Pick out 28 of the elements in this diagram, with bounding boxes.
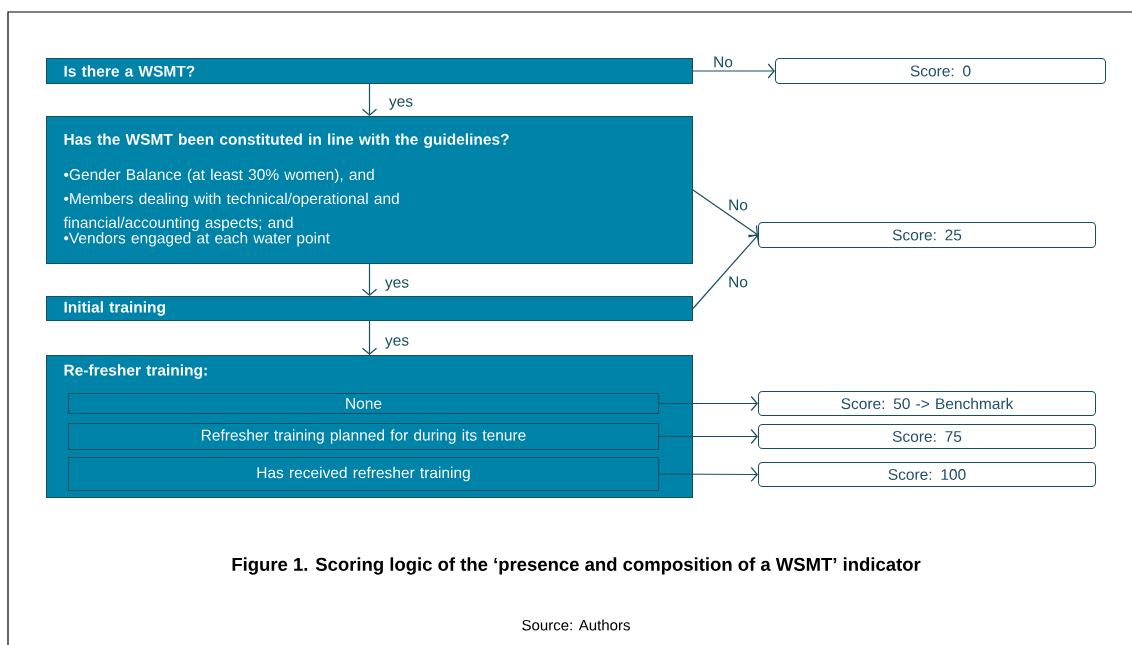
score-box: Score: 50 -> Benchmark <box>758 391 1096 416</box>
question-box: Is there a WSMT? <box>46 58 693 84</box>
arrow <box>658 395 758 412</box>
arrow <box>692 63 775 79</box>
edge-label: yes <box>387 97 415 111</box>
option-box: None <box>68 393 659 414</box>
figure-caption: Figure 1. Scoring logic of the ‘presence and composition of a WSMT’ indicator <box>232 557 921 575</box>
score-box: Score: 100 <box>758 462 1096 487</box>
arrow <box>692 189 758 238</box>
edge-label: yes <box>383 278 411 292</box>
arrow <box>361 320 378 355</box>
score-box: Score: 0 <box>775 58 1106 84</box>
question-box: Has the WSMT been constituted in line with the guidelines? •Gender Balance (at least 30% women), and •Members dealing with technical/operational and financial/accounting aspects; and •Vendors engaged at each water point <box>46 116 693 264</box>
arrow <box>692 234 760 310</box>
arrow <box>361 83 378 116</box>
arrow <box>361 263 378 296</box>
edge-label: No <box>727 198 749 212</box>
option-box: Refresher training planned for during its tenure <box>68 423 659 450</box>
score-box: Score: 75 <box>758 424 1096 449</box>
edge-label: No <box>712 55 734 69</box>
option-box: Has received refresher training <box>68 457 659 491</box>
score-box: Score: 25 <box>758 222 1096 248</box>
source-note: Source: Authors <box>522 619 630 631</box>
edge-label: yes <box>383 336 411 350</box>
arrow <box>658 428 758 445</box>
arrow <box>658 466 758 483</box>
edge-label: No <box>727 275 749 289</box>
question-box: Initial training <box>46 296 693 321</box>
